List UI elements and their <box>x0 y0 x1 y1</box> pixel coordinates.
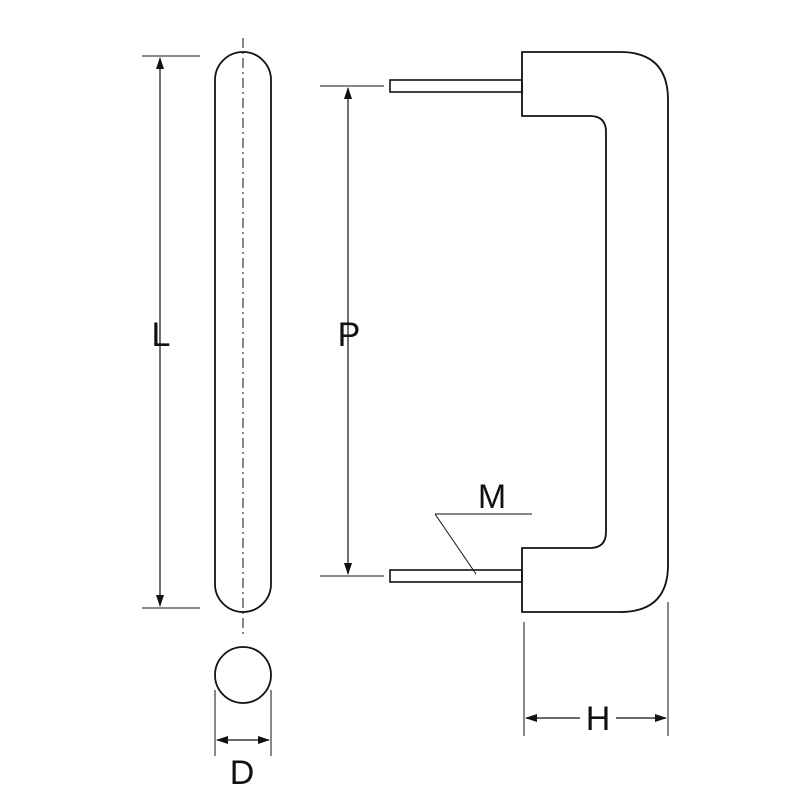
front-view <box>214 38 272 636</box>
dimension-length <box>142 55 200 609</box>
length-label: L <box>152 316 171 354</box>
section-view <box>214 646 272 756</box>
mounting-screw-bottom <box>389 569 523 583</box>
mounting-screw-top <box>389 79 523 93</box>
thread-leader <box>434 513 532 575</box>
diameter-label: D <box>230 754 255 792</box>
dimension-height <box>523 602 669 736</box>
dimension-pitch <box>320 85 384 577</box>
height-label: H <box>586 700 611 738</box>
thread-label: M <box>478 478 506 516</box>
handle-side-outline <box>521 51 669 613</box>
height-label-gap <box>580 703 616 733</box>
section-circle <box>214 646 272 704</box>
side-view <box>389 51 669 613</box>
leader-line-diagonal <box>434 513 477 575</box>
pitch-label: P <box>338 316 361 354</box>
